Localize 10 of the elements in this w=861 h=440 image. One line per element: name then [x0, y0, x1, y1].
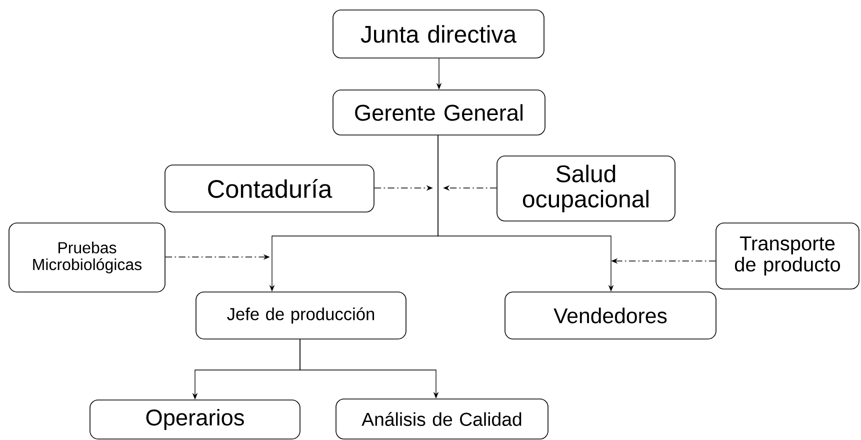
org-box: Vendedores — [504, 292, 716, 340]
org-box: Pruebas Microbiológicas — [8, 222, 166, 292]
org-box: Gerente General — [332, 90, 546, 136]
org-box: Operarios — [90, 400, 300, 440]
org-box: Contaduría — [164, 164, 374, 212]
org-box: Transporte de producto — [716, 222, 860, 290]
org-box: Junta directiva — [332, 10, 544, 58]
org-box: Análisis de Calidad — [336, 398, 548, 440]
org-box: Jefe de producción — [196, 292, 406, 340]
org-box: Salud ocupacional — [496, 156, 676, 222]
